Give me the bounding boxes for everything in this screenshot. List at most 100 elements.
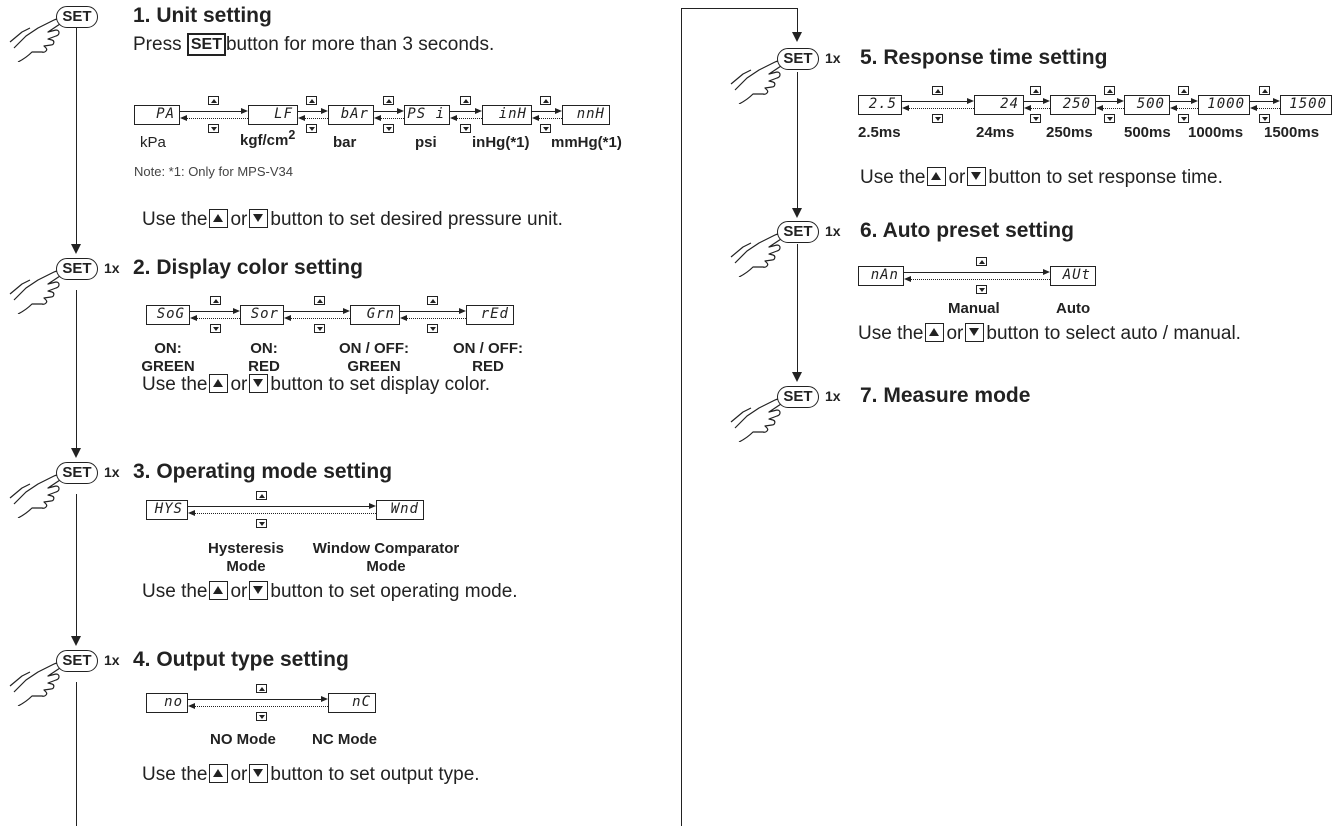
unit-label: bar (333, 134, 357, 151)
up-triangle-icon (209, 581, 229, 600)
down-triangle-icon (427, 324, 438, 333)
down-triangle-icon (540, 124, 551, 133)
step-5-title: 5. Response time setting (860, 46, 1108, 69)
lcd-display: 500 (1124, 95, 1170, 115)
toggle-arrows (190, 308, 240, 321)
flow-line-left (76, 494, 77, 644)
lcd-display: bAr (328, 105, 374, 125)
unit-label: kPa (140, 134, 166, 151)
flow-line-left (76, 28, 77, 252)
down-triangle-icon (314, 324, 325, 333)
up-triangle-icon (208, 96, 219, 105)
step-1-note: Note: *1: Only for MPS-V34 (134, 164, 293, 179)
flow-line-left (76, 682, 77, 826)
flow-line-connector (681, 8, 797, 9)
set-key-icon: SET (777, 48, 819, 70)
toggle-arrows (1096, 98, 1124, 111)
up-triangle-icon (1259, 86, 1270, 95)
step-6-title: 6. Auto preset setting (860, 219, 1074, 242)
up-triangle-icon (256, 491, 267, 500)
toggle-arrows (188, 696, 328, 709)
down-triangle-icon (976, 285, 987, 294)
set-key-icon: SET (56, 462, 98, 484)
up-triangle-icon (256, 684, 267, 693)
response-label: 2.5ms (858, 124, 901, 141)
lcd-display: nC (328, 693, 376, 713)
flow-arrowhead (71, 244, 81, 254)
lcd-display: nAn (858, 266, 904, 286)
toggle-arrows (450, 108, 482, 121)
lcd-display: 250 (1050, 95, 1096, 115)
up-triangle-icon (427, 296, 438, 305)
down-triangle-icon (1178, 114, 1189, 123)
lcd-display: PS i (404, 105, 450, 125)
lcd-display: 2.5 (858, 95, 902, 115)
lcd-display: Grn (350, 305, 400, 325)
press-count-label: 1x (104, 652, 120, 668)
down-triangle-icon (460, 124, 471, 133)
flow-line-right (797, 72, 798, 210)
press-count-label: 1x (825, 50, 841, 66)
down-triangle-icon (256, 519, 267, 528)
lcd-display: PA (134, 105, 180, 125)
press-count-label: 1x (825, 388, 841, 404)
down-triangle-icon (1259, 114, 1270, 123)
lcd-display: 1000 (1198, 95, 1250, 115)
flow-line-right (797, 244, 798, 374)
step-1-title: 1. Unit setting (133, 4, 272, 27)
set-key-inline: SET (186, 33, 226, 56)
response-label: 1000ms (1188, 124, 1244, 141)
up-triangle-icon (306, 96, 317, 105)
lcd-display: AUt (1050, 266, 1096, 286)
lcd-display: 24 (974, 95, 1024, 115)
up-triangle-icon (383, 96, 394, 105)
step-7-title: 7. Measure mode (860, 384, 1031, 407)
flow-arrowhead (71, 448, 81, 458)
unit-label: psi (415, 134, 437, 151)
response-label: 500ms (1124, 124, 1171, 141)
down-triangle-icon (256, 712, 267, 721)
down-triangle-icon (306, 124, 317, 133)
up-triangle-icon (314, 296, 325, 305)
up-triangle-icon (1178, 86, 1189, 95)
down-triangle-icon (932, 114, 943, 123)
up-triangle-icon (209, 209, 229, 228)
toggle-arrows (298, 108, 328, 121)
unit-superscript: 2 (288, 128, 296, 142)
color-label: ON:GREEN (141, 340, 195, 375)
press-count-label: 1x (104, 464, 120, 480)
flow-line-connector (681, 8, 682, 826)
toggle-arrows (180, 108, 248, 121)
press-prefix: Press (133, 34, 182, 55)
lcd-display: 1500 (1280, 95, 1332, 115)
down-triangle-icon (1030, 114, 1041, 123)
lcd-display: Sor (240, 305, 284, 325)
up-triangle-icon (976, 257, 987, 266)
lcd-display: nnH (562, 105, 610, 125)
step-3-title: 3. Operating mode setting (133, 460, 393, 483)
toggle-arrows (532, 108, 562, 121)
up-triangle-icon (209, 764, 229, 783)
toggle-arrows (1024, 98, 1050, 111)
press-count-label: 1x (104, 260, 120, 276)
down-triangle-icon (249, 374, 269, 393)
flow-arrowhead (792, 208, 802, 218)
up-triangle-icon (460, 96, 471, 105)
preset-label: Auto (1056, 300, 1091, 317)
down-triangle-icon (249, 581, 269, 600)
color-label: ON / OFF:GREEN (339, 340, 409, 375)
flow-line-left (76, 290, 77, 456)
unit-label: inHg(*1) (472, 134, 530, 151)
press-suffix: button for more than 3 seconds. (225, 34, 495, 55)
lcd-display: HYS (146, 500, 188, 520)
down-triangle-icon (967, 167, 987, 186)
up-triangle-icon (932, 86, 943, 95)
output-label: NO Mode (210, 731, 276, 748)
